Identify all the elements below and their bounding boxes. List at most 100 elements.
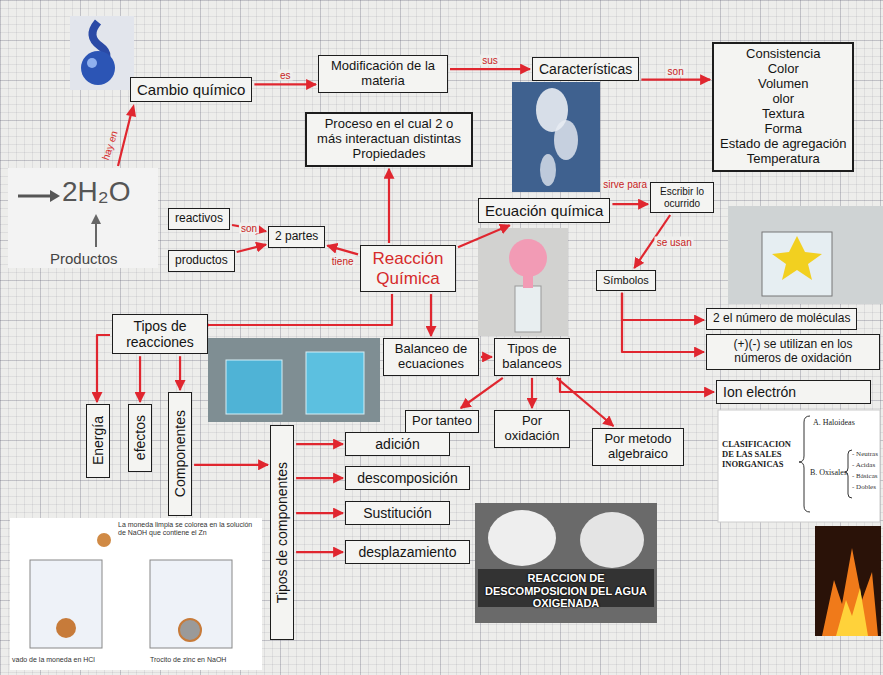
connector-arrow bbox=[461, 378, 503, 408]
yellow-photo bbox=[728, 206, 883, 304]
note-label: A. Haloideas bbox=[813, 418, 855, 427]
beaker bbox=[762, 232, 832, 296]
connector-arrow bbox=[622, 293, 704, 320]
photo-ground bbox=[70, 16, 134, 90]
salts-table bbox=[718, 410, 880, 522]
concept-text: productos bbox=[175, 254, 228, 268]
flask bbox=[81, 51, 115, 85]
equation-photo bbox=[8, 168, 158, 268]
concept-box: reactivos bbox=[168, 208, 230, 230]
flask-glint bbox=[87, 58, 97, 68]
concept-text: reactivos bbox=[175, 212, 223, 226]
photo-ground bbox=[478, 228, 568, 336]
photo-ground bbox=[512, 82, 600, 192]
concept-box: Modificación de la materia bbox=[318, 55, 448, 93]
concept-text: Estado de agregación bbox=[720, 137, 846, 152]
connector-arrow bbox=[296, 512, 343, 514]
photo-ground bbox=[475, 503, 657, 623]
flame bbox=[822, 548, 878, 636]
concept-box: Reacción Química bbox=[360, 245, 456, 292]
bottle bbox=[515, 286, 541, 332]
note-label: 2H₂O bbox=[62, 176, 130, 208]
decomposition-photo bbox=[475, 503, 657, 623]
connector-arrow bbox=[97, 335, 110, 402]
concept-text: Tipos de componentes bbox=[274, 462, 290, 603]
concept-box: adición bbox=[345, 432, 450, 456]
beaker bbox=[226, 360, 282, 414]
connector-arrow bbox=[458, 225, 510, 247]
concept-box: descomposición bbox=[345, 466, 470, 490]
coin bbox=[179, 619, 201, 641]
connector-arrow bbox=[296, 443, 343, 445]
concept-box: Por tanteo bbox=[405, 410, 479, 433]
concept-box: Por oxidación bbox=[494, 410, 570, 448]
concept-box: Ecuación química bbox=[478, 198, 610, 223]
concept-box: productos bbox=[168, 250, 235, 272]
note-label: Productos bbox=[50, 250, 118, 267]
glass bbox=[150, 560, 232, 648]
concept-text: 2 el número de moléculas bbox=[713, 312, 850, 326]
yellow-solid bbox=[772, 236, 822, 280]
concept-box: Tipos de reacciones bbox=[112, 314, 208, 354]
note-label: CLASIFICACION DE LAS SALES INORGANICAS bbox=[722, 440, 804, 469]
coin bbox=[56, 618, 76, 638]
note-label: - Neutras bbox=[852, 450, 878, 458]
connector-arrow bbox=[622, 293, 704, 352]
flame bbox=[836, 588, 868, 636]
connector-arrow bbox=[612, 203, 648, 205]
concept-text: Consistencia bbox=[746, 47, 820, 62]
concept-box: desplazamiento bbox=[345, 540, 470, 564]
connector-label: se usan bbox=[655, 236, 694, 247]
fire-photo bbox=[815, 526, 881, 636]
photo-ground bbox=[208, 338, 380, 422]
concept-text: descomposición bbox=[357, 470, 457, 486]
note-label: - Básicas bbox=[852, 472, 877, 480]
concept-text: Características bbox=[539, 61, 632, 77]
concept-box: ConsistenciaColorVolumenolorTexturaForma… bbox=[712, 42, 854, 172]
note-label: hay en bbox=[100, 129, 120, 161]
connector-label: sus bbox=[480, 55, 500, 66]
foam bbox=[488, 510, 556, 566]
concept-box: Tipos de balanceos bbox=[494, 338, 570, 376]
concept-text: Por tanteo bbox=[412, 414, 472, 429]
concept-text: Símbolos bbox=[603, 274, 649, 287]
reaction-arrow-head bbox=[50, 190, 60, 202]
note-label: - Acidas bbox=[852, 461, 875, 469]
connector-arrow bbox=[641, 79, 710, 81]
pointer-arrow bbox=[95, 222, 97, 247]
concept-box: Características bbox=[532, 57, 639, 81]
concept-text: Energía bbox=[90, 416, 106, 465]
concept-box: Sustitución bbox=[345, 501, 450, 525]
connector-label: son bbox=[239, 223, 259, 234]
connector-arrow bbox=[237, 245, 266, 252]
photo-ground bbox=[728, 206, 883, 304]
concept-text: Tipos de reacciones bbox=[119, 318, 201, 350]
connector-label: es bbox=[278, 70, 293, 81]
pointer-arrow-head bbox=[91, 214, 101, 224]
connector-label: son bbox=[666, 65, 686, 76]
hay-arrow bbox=[118, 104, 136, 166]
connector-arrow bbox=[481, 356, 492, 358]
concept-text: Por oxidación bbox=[501, 414, 563, 444]
concept-box: Escribir lo ocurrido bbox=[650, 182, 714, 213]
connector-arrow bbox=[139, 356, 141, 402]
concept-box: Ion electrón bbox=[716, 380, 871, 404]
concept-box: (+)(-) se utilizan en los números de oxi… bbox=[706, 334, 880, 370]
connector-arrow bbox=[560, 378, 714, 392]
concept-text: olor bbox=[772, 92, 794, 107]
smoke bbox=[540, 154, 556, 186]
reaction-arrow bbox=[18, 195, 52, 198]
concept-box: 2 el número de moléculas bbox=[706, 308, 857, 330]
concept-text: Tipos de balanceos bbox=[501, 342, 563, 372]
flask-photo bbox=[70, 16, 134, 90]
concept-text: Ion electrón bbox=[723, 384, 796, 400]
concept-text: Ecuación química bbox=[485, 202, 603, 219]
connector-arrow bbox=[179, 356, 181, 390]
concept-text: Reacción Química bbox=[367, 249, 449, 288]
concept-box: efectos bbox=[128, 404, 152, 472]
concept-text: Escribir lo ocurrido bbox=[657, 186, 707, 209]
photo-ground bbox=[10, 518, 262, 670]
concept-box: Proceso en el cual 2 o más interactuan d… bbox=[305, 112, 473, 167]
coin bbox=[97, 533, 111, 547]
smoke bbox=[554, 120, 578, 160]
